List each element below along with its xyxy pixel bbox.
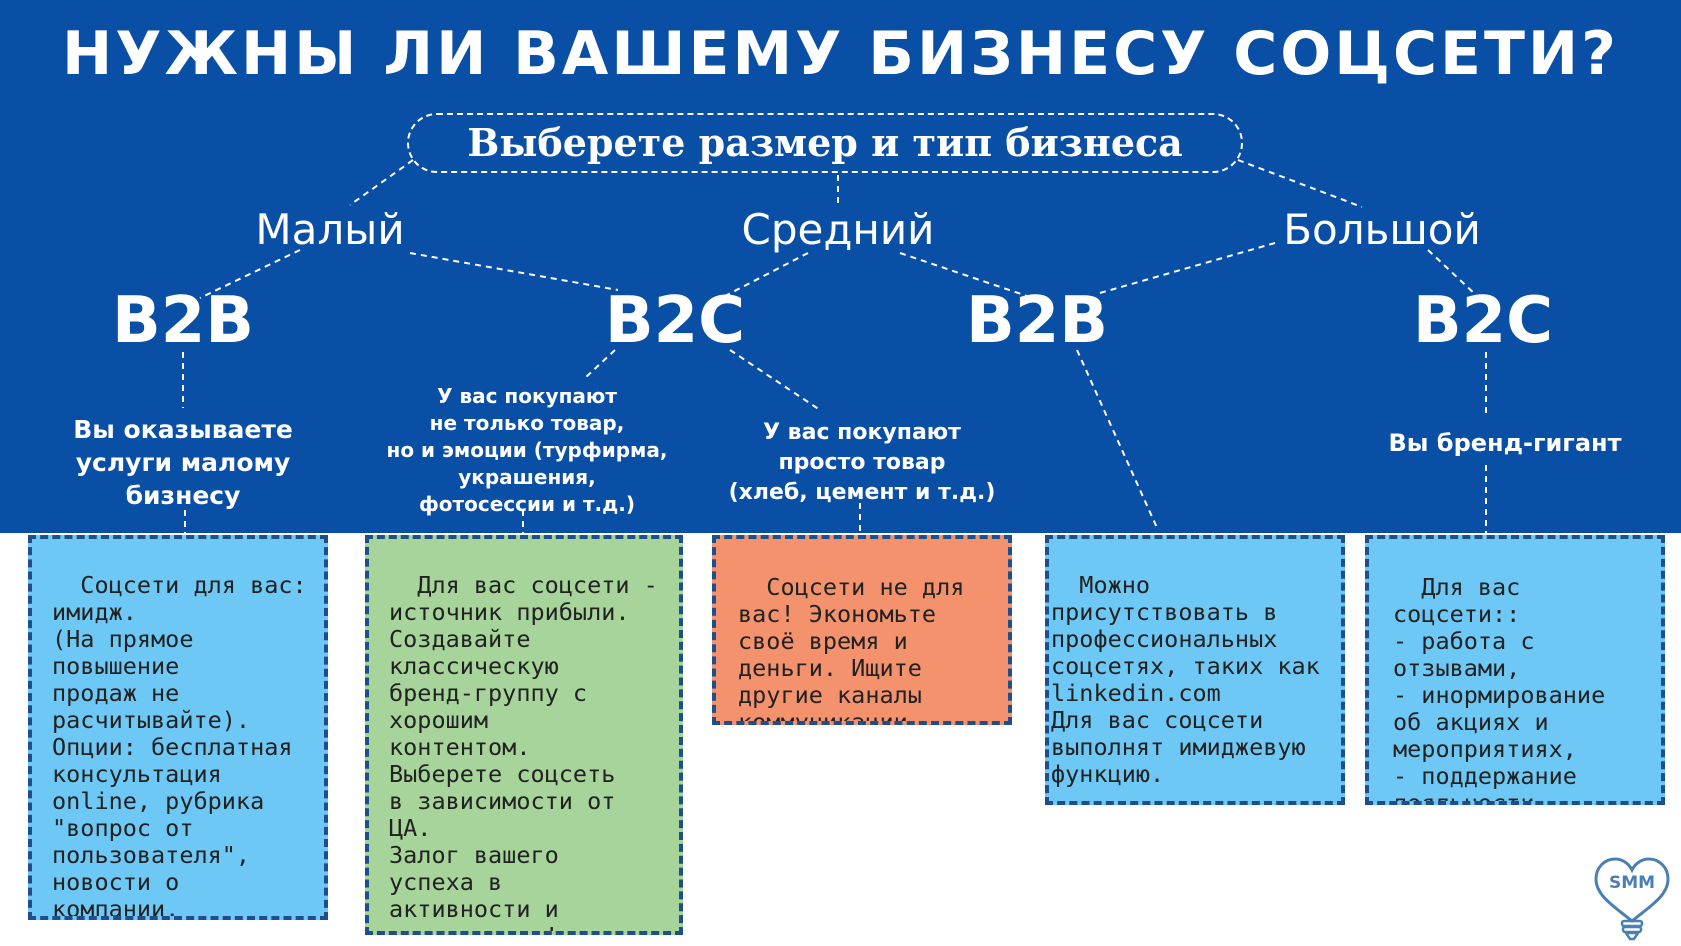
box-b2c-emotions: Для вас соцсети - источник прибыли. Созд… [365, 535, 683, 935]
box-b2c-emotions-text: Для вас соцсети - источник прибыли. Созд… [389, 571, 658, 932]
connector-medium-b2b [899, 252, 1028, 297]
box-large-b2c-text: Для вас соцсети:: - работа с отзывами, -… [1393, 573, 1606, 805]
desc-small-b2b: Вы оказываете услуги малому бизнесу [73, 415, 293, 510]
header-panel [0, 0, 1681, 533]
connector-small-b2b [199, 249, 301, 299]
type-large-b2c-label: B2C [1412, 284, 1554, 358]
type-medium-b2b-label: B2B [965, 284, 1109, 358]
size-large-label: Большой [1283, 205, 1481, 254]
connector-medium-b2b-box [1076, 349, 1159, 531]
size-small-label: Малый [255, 205, 405, 254]
desc-b2c-goods: У вас покупают просто товар (хлеб, цемен… [728, 420, 996, 505]
desc-b2c-emotions: У вас покупают не только товар, но и эмо… [386, 384, 668, 516]
desc-large-b2c: Вы бренд-гигант [1388, 429, 1622, 457]
box-medium-b2b: Можно присутствовать в профессиональных … [1045, 535, 1345, 805]
connector-small-b2c [409, 252, 619, 291]
connector-large-b2b [1099, 242, 1276, 294]
box-b2c-goods: Соцсети не для вас! Экономьте своё время… [712, 535, 1012, 725]
type-small-b2b-label: B2B [111, 284, 255, 358]
connector-pill-small [349, 159, 414, 206]
connector-pill-large [1237, 159, 1363, 208]
logo-text: SMM [1609, 873, 1655, 893]
box-medium-b2b-text: Можно присутствовать в профессиональных … [1051, 571, 1320, 788]
type-b2c-label: B2C [604, 284, 746, 358]
box-b2c-goods-text: Соцсети не для вас! Экономьте своё время… [738, 573, 965, 725]
smm-lightbulb-logo-icon: SMM [1594, 857, 1670, 941]
box-small-b2b-text: Соцсети для вас: имидж. (На прямое повыш… [52, 571, 307, 920]
page-title: НУЖНЫ ЛИ ВАШЕМУ БИЗНЕСУ СОЦСЕТИ? [62, 19, 1619, 89]
box-large-b2c: Для вас соцсети:: - работа с отзывами, -… [1365, 535, 1665, 805]
question-pill: Выберете размер и тип бизнеса [407, 113, 1243, 173]
connector-b2c-emotions [584, 349, 616, 379]
connector-b2c-goods [729, 349, 821, 411]
connector-medium-b2c [724, 252, 809, 297]
size-medium-label: Средний [741, 205, 935, 254]
box-small-b2b: Соцсети для вас: имидж. (На прямое повыш… [28, 535, 328, 920]
